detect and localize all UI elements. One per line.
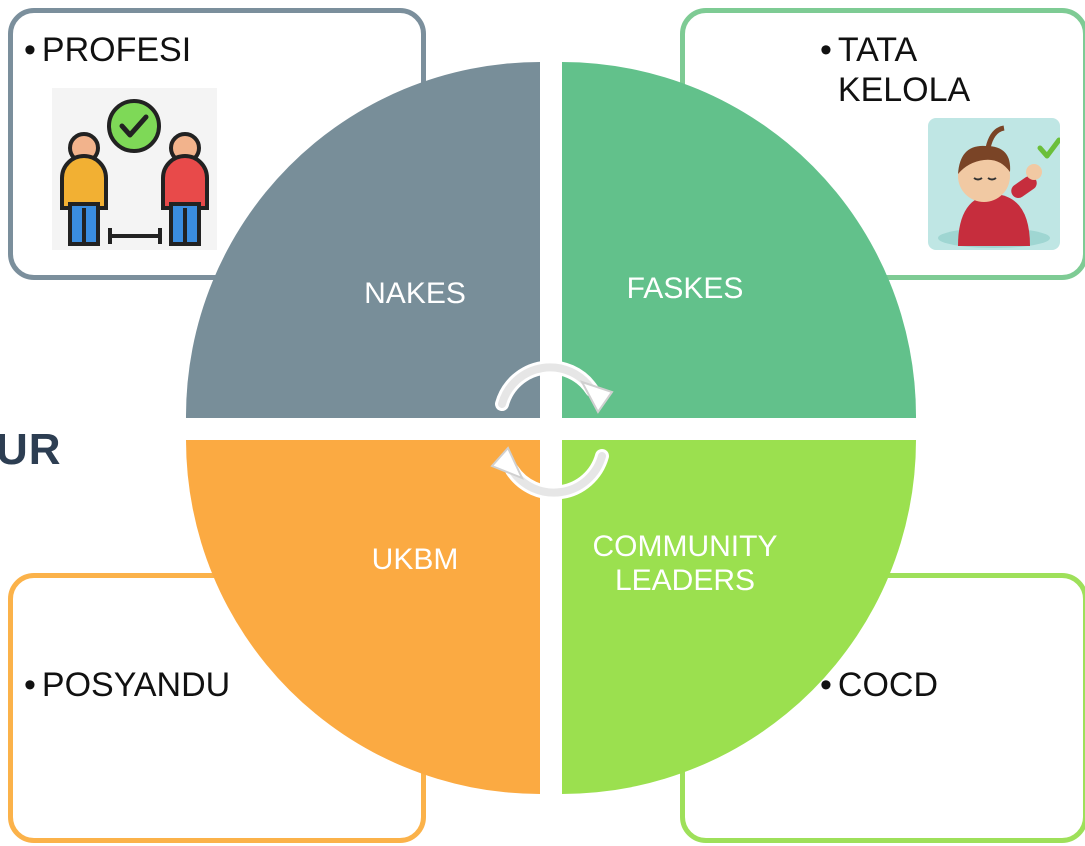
- tata-kelola-label: TATA KELOLA: [837, 31, 971, 109]
- quadrant-ukbm: [186, 440, 540, 794]
- ukbm-label: UKBM: [371, 543, 459, 576]
- bullet-dot: •: [820, 31, 832, 69]
- profesi-label: PROFESI: [41, 31, 192, 69]
- quadrant-community-leaders: [562, 440, 916, 794]
- posyandu-label: POSYANDU: [41, 666, 231, 704]
- community-leaders-label: COMMUNITY LEADERS: [592, 530, 778, 597]
- bullet-tata-kelola: • TATA KELOLA: [820, 30, 970, 110]
- cocd-label: COCD: [837, 666, 939, 704]
- bullet-dot: •: [24, 31, 36, 69]
- child-check-icon: [928, 118, 1060, 250]
- nakes-label: NAKES: [364, 277, 466, 310]
- bullet-posyandu: • POSYANDU: [24, 665, 230, 705]
- bullet-cocd: • COCD: [820, 665, 938, 705]
- cycle-arrows-icon: [490, 360, 614, 500]
- quadrant-faskes: [562, 62, 917, 418]
- quadrant-nakes: [185, 62, 541, 418]
- bullet-profesi: • PROFESI: [24, 30, 191, 70]
- faskes-label: FASKES: [626, 272, 744, 305]
- side-heading-fragment: UR: [0, 425, 62, 474]
- bullet-dot: •: [820, 666, 832, 704]
- bullet-dot: •: [24, 666, 36, 704]
- two-people-check-icon: [52, 88, 217, 250]
